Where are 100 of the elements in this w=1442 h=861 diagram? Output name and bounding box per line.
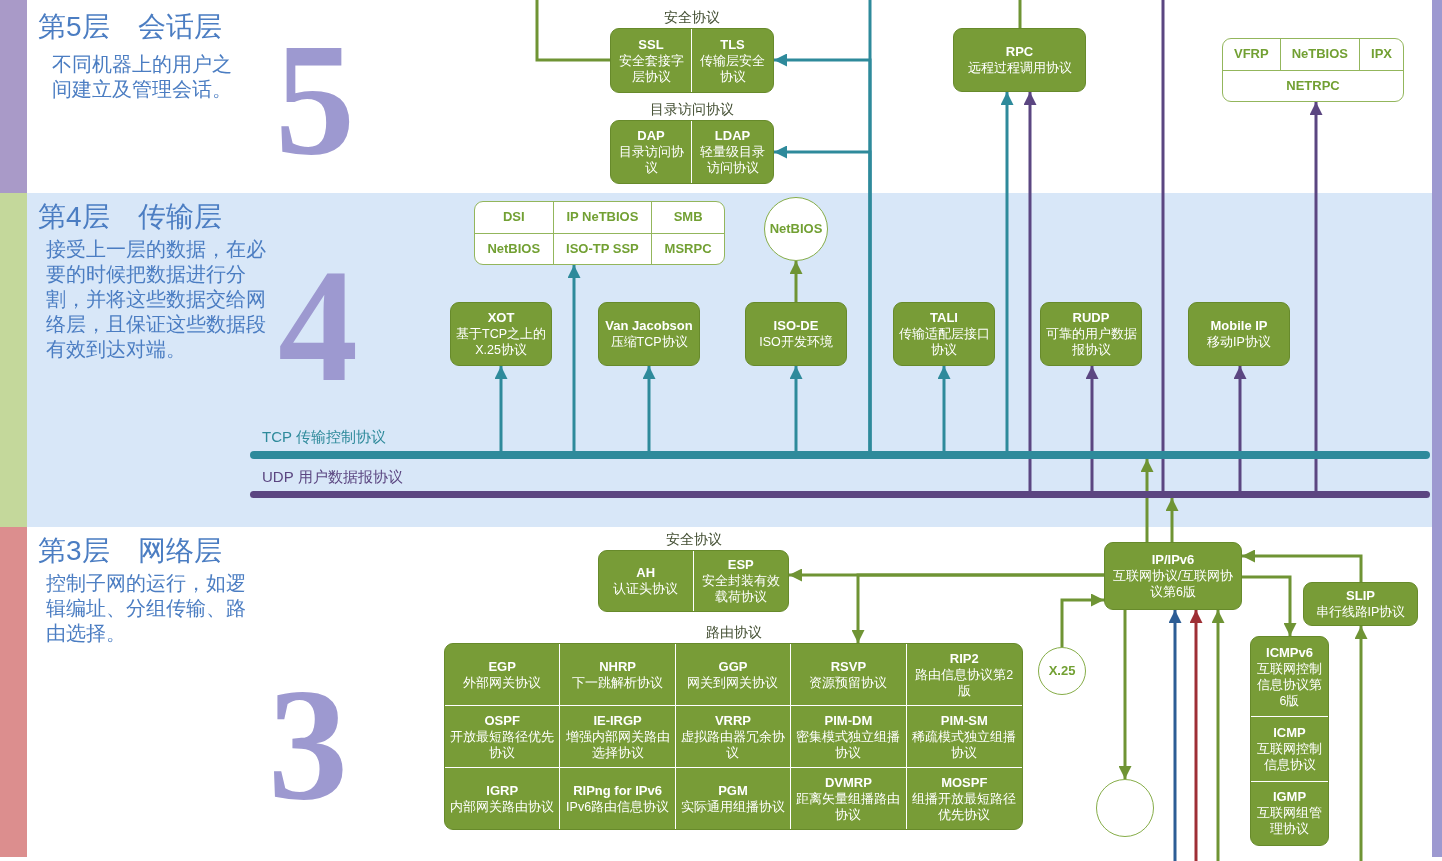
protocol-description: 互联网协议/互联网协议第6版 <box>1111 568 1235 600</box>
protocol-name: NETRPC <box>1286 77 1340 94</box>
arrow <box>851 573 1104 643</box>
arrow <box>1309 102 1323 491</box>
protocol-name: AH <box>636 565 656 581</box>
arrow <box>1242 575 1297 636</box>
protocol-table <box>1250 636 1329 846</box>
arrow <box>567 265 581 451</box>
protocol-name: PGM <box>718 782 748 799</box>
protocol-description: 互联网控制信息协议 <box>1256 741 1323 773</box>
protocol-description: 组播开放最短路径优先协议 <box>911 790 1018 823</box>
protocol-description: 基于TCP之上的X.25协议 <box>455 326 547 358</box>
arrow <box>1140 459 1154 542</box>
protocol-description: 移动IP协议 <box>1207 334 1271 350</box>
protocol-name: ICMP <box>1273 725 1306 741</box>
arrow <box>1000 92 1014 451</box>
protocol-description: 串行线路IP协议 <box>1315 604 1406 620</box>
layer-number: 5 <box>275 39 355 159</box>
group-heading: 路由协议 <box>705 624 762 641</box>
protocol-name: Mobile IP <box>1210 318 1268 334</box>
protocol-description: 远程过程调用协议 <box>967 60 1072 76</box>
protocol-name: NeTBIOS <box>1291 46 1348 63</box>
protocol-name: VRRP <box>714 712 752 729</box>
layer-title: 第4层 传输层 <box>38 200 222 234</box>
protocol-name: NHRP <box>599 658 636 675</box>
protocol-description: 互联网组管理协议 <box>1256 805 1323 838</box>
group-heading: 目录访问协议 <box>650 101 734 118</box>
protocol-name: VFRP <box>1234 46 1269 63</box>
protocol-description: 压缩TCP协议 <box>610 334 688 350</box>
protocol-name: LDAP <box>714 128 751 144</box>
protocol-name: GGP <box>718 658 748 675</box>
protocol-name: IPX <box>1371 46 1392 63</box>
arrow <box>642 366 656 451</box>
protocol-name: RUDP <box>1072 310 1110 326</box>
protocol-name: ESP <box>727 557 754 573</box>
protocol-name: IGRP <box>486 782 519 799</box>
protocol-description: 外部网关协议 <box>463 674 542 691</box>
protocol-description: 路由信息协议第2版 <box>914 666 1015 699</box>
protocol-description: 资源预留协议 <box>809 674 888 691</box>
protocol-description: 虚拟路由器冗余协议 <box>680 728 786 761</box>
protocol-description: 稀疏模式独立组播协议 <box>911 728 1018 761</box>
bus-label: UDP 用户数据报协议 <box>262 468 403 486</box>
arrow <box>1233 366 1247 491</box>
protocol-box <box>1040 302 1142 366</box>
protocol-circle <box>1038 647 1086 695</box>
protocol-description: 轻量级目录访问协议 <box>699 144 766 176</box>
layer-number: 4 <box>278 266 358 386</box>
protocol-box <box>1188 302 1290 366</box>
arrow <box>789 366 803 451</box>
protocol-description: IPv6路由信息协议 <box>566 798 670 815</box>
protocol-name: EGP <box>488 658 516 675</box>
arrow <box>1085 366 1099 491</box>
arrow <box>1060 593 1104 647</box>
protocol-name: MOSPF <box>941 774 988 791</box>
protocol-name: RPC <box>1005 44 1034 60</box>
protocol-name: IP NeTBIOS <box>566 209 639 226</box>
protocol-box <box>893 302 995 366</box>
protocol-name: X.25 <box>1048 663 1076 679</box>
protocol-description: 安全套接字层协议 <box>617 52 685 85</box>
layer-title: 第3层 网络层 <box>38 534 222 568</box>
protocol-name: TALI <box>930 310 958 326</box>
protocol-name: ICMPv6 <box>1266 644 1313 661</box>
arrow <box>1165 498 1179 542</box>
protocol-name: TLS <box>720 36 745 53</box>
layer-description: 不同机器上的用户之间建立及管理会话。 <box>52 52 233 102</box>
protocol-name: Van Jacobson <box>605 318 693 334</box>
protocol-name: ISO-TP SSP <box>566 240 639 257</box>
arrow <box>937 366 951 451</box>
protocol-description: 密集模式独立组播协议 <box>795 728 902 761</box>
protocol-name: SSL <box>638 36 664 53</box>
arrow <box>1242 549 1363 582</box>
connector-line <box>868 0 872 451</box>
protocol-name: IP/IPv6 <box>1151 552 1195 568</box>
protocol-name: SLIP <box>1346 588 1375 604</box>
connector-line <box>1018 0 1022 28</box>
protocol-name: RIPng for IPv6 <box>573 782 662 799</box>
protocol-box <box>1303 582 1418 626</box>
protocol-description: 开放最短路径优先协议 <box>449 728 556 761</box>
protocol-name: SMB <box>673 209 703 226</box>
protocol-name: MSRPC <box>664 240 712 257</box>
protocol-name: PIM-SM <box>940 712 988 729</box>
protocol-name: DSI <box>502 209 525 226</box>
protocol-table <box>474 201 725 265</box>
protocol-name: DVMRP <box>824 774 872 791</box>
protocol-description: 距离矢量组播路由协议 <box>795 790 902 823</box>
layer-number: 3 <box>268 684 348 804</box>
layer-band <box>0 527 1442 857</box>
protocol-description: 内部网关路由协议 <box>450 798 555 815</box>
bus-label: TCP 传输控制协议 <box>262 428 386 446</box>
group-heading: 安全协议 <box>665 531 722 548</box>
protocol-name: RIP2 <box>949 650 979 667</box>
group-heading: 安全协议 <box>664 9 720 26</box>
protocol-description: 网关到网关协议 <box>687 674 779 691</box>
protocol-description: 认证头协议 <box>613 581 679 597</box>
connector-line <box>535 0 610 62</box>
protocol-name: XOT <box>487 310 515 326</box>
protocol-description: 增强内部网关路由选择协议 <box>564 728 671 761</box>
protocol-box <box>598 302 700 366</box>
protocol-name: ISO-DE <box>773 318 819 334</box>
protocol-box <box>450 302 552 366</box>
